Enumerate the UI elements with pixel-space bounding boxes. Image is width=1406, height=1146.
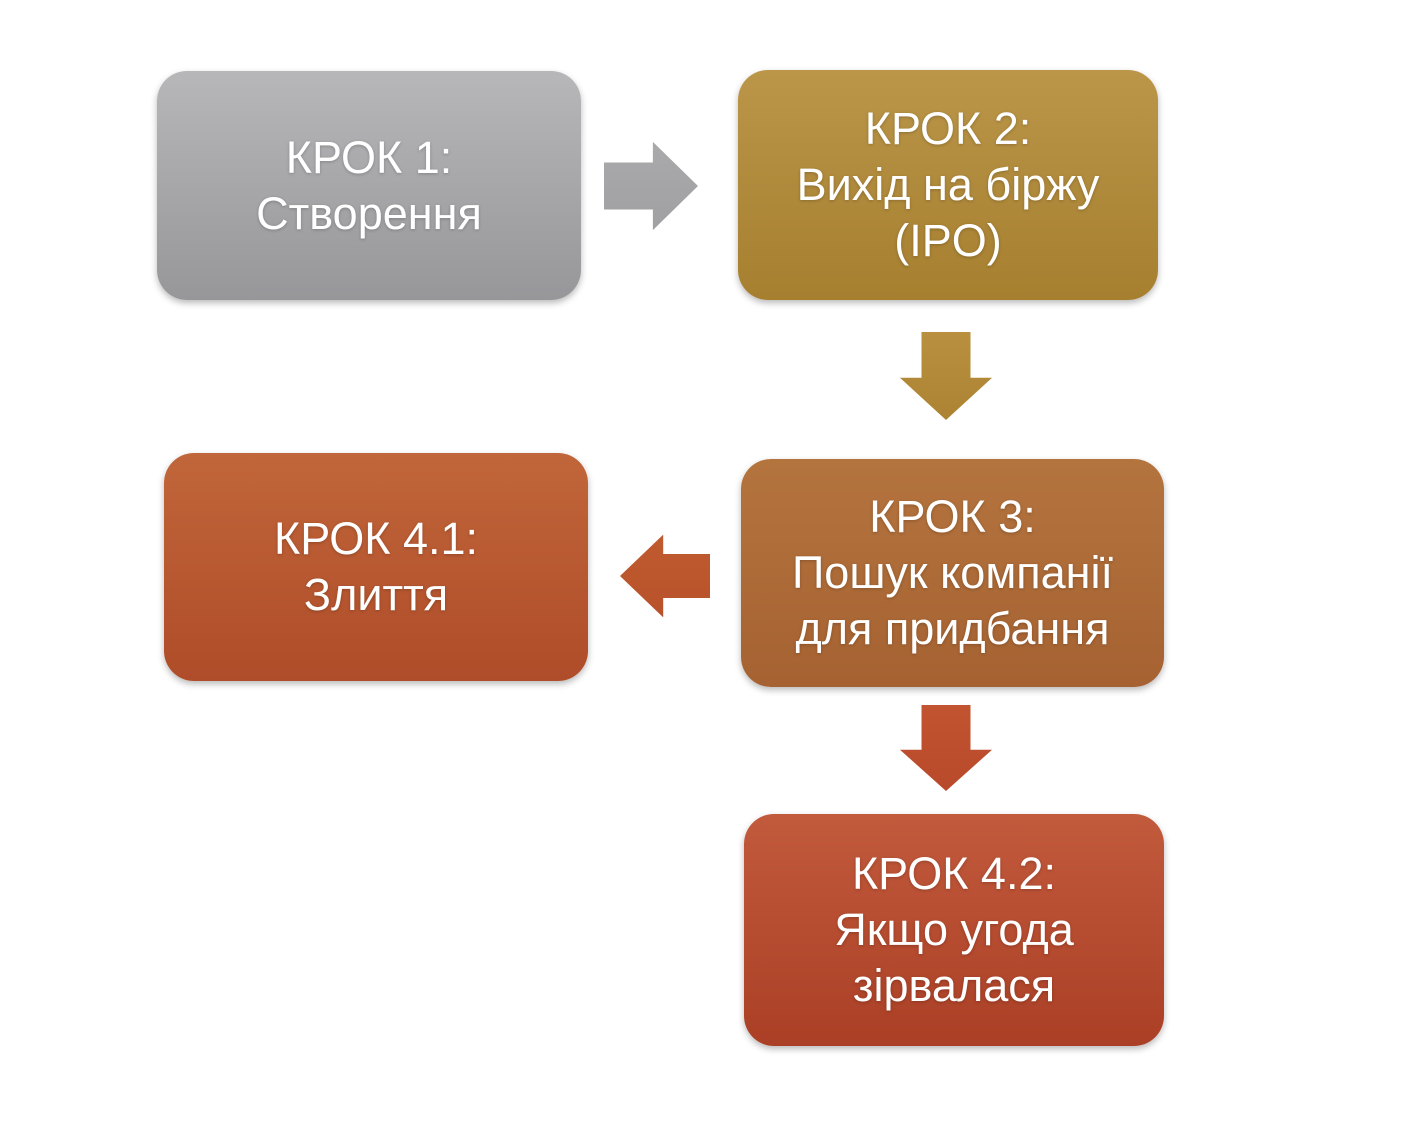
node-text-line: (IPO)	[894, 214, 1002, 266]
node-text-line: Створення	[256, 187, 482, 239]
node-text-line: КРОК 3:	[869, 491, 1036, 543]
node-text-line: для придбання	[795, 602, 1110, 654]
node-text-line: Злиття	[303, 569, 449, 620]
arrow-step1-to-step2-right-icon	[604, 141, 698, 231]
node-text-line: зірвалася	[852, 959, 1056, 1011]
node-step-2-text: КРОК 2: Вихід на біржу (IPO)	[797, 101, 1100, 268]
node-text-line: Вихід на біржу	[796, 159, 1100, 211]
node-step-2: КРОК 2: Вихід на біржу (IPO)	[738, 70, 1158, 300]
node-step-4-2-text: КРОК 4.2: Якщо угода зірвалася	[834, 846, 1073, 1013]
node-text-line: КРОК 4.1:	[273, 513, 479, 565]
arrow-step3-to-step42-down-icon	[899, 705, 993, 791]
node-step-3: КРОК 3: Пошук компанії для придбання	[741, 459, 1164, 687]
node-text-line: КРОК 4.2:	[851, 848, 1056, 900]
arrow-step2-to-step3-down-icon	[899, 332, 993, 420]
node-step-4-2: КРОК 4.2: Якщо угода зірвалася	[744, 814, 1164, 1046]
node-text-line: Пошук компанії	[791, 547, 1114, 599]
node-text-line: Якщо угода	[834, 904, 1074, 956]
node-step-4-1-text: КРОК 4.1: Злиття	[274, 511, 478, 623]
arrow-step3-to-step41-left-icon	[620, 534, 710, 618]
node-step-3-text: КРОК 3: Пошук компанії для придбання	[792, 489, 1113, 656]
node-step-1: КРОК 1: Створення	[157, 71, 581, 300]
node-text-line: КРОК 1:	[285, 131, 453, 183]
node-step-4-1: КРОК 4.1: Злиття	[164, 453, 588, 681]
node-step-1-text: КРОК 1: Створення	[256, 130, 482, 242]
node-text-line: КРОК 2:	[864, 103, 1032, 155]
